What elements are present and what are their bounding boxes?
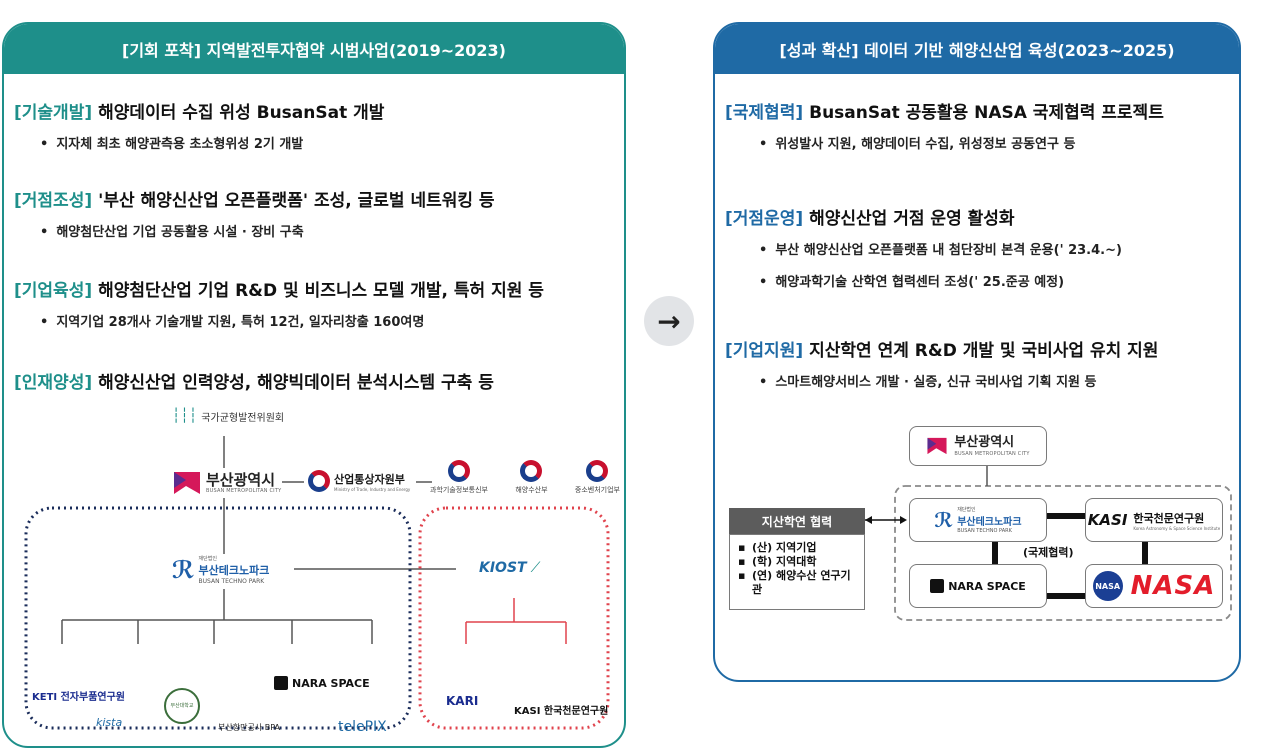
list-item: (산) 지역기업	[738, 541, 856, 555]
committee-icon: ┆┆┆	[172, 408, 198, 424]
left-org-diagram: ┆┆┆ 국가균형발전위원회 부산광역시 BUSAN METROPOLITAN C…	[4, 24, 624, 746]
section-bullet: 부산 해양신산업 오픈플랫폼 내 첨단장비 본격 운용(' 23.4.~)	[725, 239, 1122, 258]
nara-space-icon	[930, 579, 945, 593]
ministry-mof: 해양수산부	[515, 460, 548, 495]
intl-cooperation-label: (국제협력)	[1021, 544, 1076, 560]
section-tag: [거점조성]	[14, 191, 93, 211]
section-title: 해양첨단산업 기업 R&D 및 비즈니스 모델 개발, 특허 지원 등	[98, 281, 544, 301]
section-bullet: 해양첨단산업 기업 공동활용 시설 · 장비 구축	[14, 221, 495, 240]
jisan-list: (산) 지역기업 (학) 지역대학 (연) 해양수산 연구기관	[738, 541, 856, 597]
left-section-tech: [기술개발]해양데이터 수집 위성 BusanSat 개발 지자체 최초 해양관…	[14, 98, 384, 152]
left-diagram-lines	[24, 436, 610, 730]
btp-box: ℛ 재단법인 부산테크노파크 BUSAN TECHNO PARK	[909, 498, 1047, 542]
kista-logo: kista	[96, 716, 123, 729]
section-tag: [기업지원]	[725, 341, 804, 361]
busan-technopark-logo: ℛ 재단법인 부산테크노파크 BUSAN TECHNO PARK	[172, 556, 270, 585]
busan-city-box: 부산광역시 BUSAN METROPOLITAN CITY	[909, 426, 1047, 466]
keti-logo: KETI 전자부품연구원	[32, 692, 126, 703]
busan-en-label: BUSAN METROPOLITAN CITY	[206, 488, 282, 494]
busan-label: 부산광역시	[206, 471, 276, 489]
nasa-meatball-icon: NASA	[1092, 571, 1123, 601]
section-title: 해양신산업 인력양성, 해양빅데이터 분석시스템 구축 등	[98, 373, 494, 393]
section-tag: [국제협력]	[725, 103, 804, 123]
university-seal-logo: 부산대학교	[164, 688, 200, 724]
committee-label: 국가균형발전위원회	[201, 412, 285, 424]
taeguk-icon	[308, 470, 330, 492]
motie-logo: 산업통상자원부 Ministry of Trade, Industry and …	[308, 470, 410, 492]
left-section-talent: [인재양성]해양신산업 인력양성, 해양빅데이터 분석시스템 구축 등	[14, 368, 494, 393]
taeguk-icon	[447, 460, 470, 482]
jisan-box: (산) 지역기업 (학) 지역대학 (연) 해양수산 연구기관	[729, 534, 865, 610]
btp-en-label: BUSAN TECHNO PARK	[198, 578, 265, 585]
section-title: 지산학연 연계 R&D 개발 및 국비사업 유치 지원	[809, 341, 1159, 361]
nara-space-logo-left: NARA SPACE	[274, 676, 370, 690]
section-tag: [기업육성]	[14, 281, 93, 301]
section-bullet: 위성발사 지원, 해양데이터 수집, 위성정보 공동연구 등	[725, 133, 1164, 152]
telepix-logo: telePIX	[338, 719, 387, 735]
jisan-header: 지산학연 협력	[729, 508, 865, 534]
motie-label: 산업통상자원부	[334, 472, 405, 486]
kari-logo: KARI	[446, 694, 479, 708]
section-title: BusanSat 공동활용 NASA 국제협력 프로젝트	[809, 103, 1164, 123]
btp-label: 부산테크노파크	[198, 564, 270, 577]
kiost-logo: KIOST ⟋	[479, 560, 540, 576]
btp-mark-icon: ℛ	[934, 508, 954, 532]
motie-en-label: Ministry of Trade, Industry and Energy	[334, 486, 411, 492]
busan-mark-icon	[927, 437, 947, 455]
section-bullet: 해양과학기술 산학연 협력센터 조성(' 25.준공 예정)	[725, 271, 1122, 290]
nara-space-icon	[274, 676, 288, 690]
busan-mark-icon	[174, 472, 200, 494]
section-bullet: 지자체 최초 해양관측용 초소형위성 2기 개발	[14, 133, 384, 152]
left-section-hub: [거점조성]'부산 해양신산업 오픈플랫폼' 조성, 글로벌 네트워킹 등 해양…	[14, 186, 495, 240]
right-diagram-lines	[865, 464, 1232, 621]
right-arrow-icon: →	[644, 296, 694, 346]
nasa-box: NASA NASA	[1085, 564, 1223, 608]
kiost-label: KIOST	[479, 560, 527, 576]
ministry-mss: 중소벤처기업부	[575, 460, 620, 495]
left-panel: [기회 포착] 지역발전투자협약 시범사업(2019~2023) [기술개발]해…	[2, 22, 626, 748]
section-title: 해양신산업 거점 운영 활성화	[809, 209, 1015, 229]
left-section-biz: [기업육성]해양첨단산업 기업 R&D 및 비즈니스 모델 개발, 특허 지원 …	[14, 276, 544, 330]
left-panel-header: [기회 포착] 지역발전투자협약 시범사업(2019~2023)	[4, 24, 624, 74]
kasi-mark-icon: KASI	[1087, 511, 1128, 529]
btp-mark-icon: ℛ	[172, 556, 195, 584]
section-bullet: 지역기업 28개사 기술개발 지원, 특허 12건, 일자리창출 160여명	[14, 311, 544, 330]
taeguk-icon	[520, 460, 543, 482]
section-title: 해양데이터 수집 위성 BusanSat 개발	[98, 103, 385, 123]
list-item: (학) 지역대학	[738, 555, 856, 569]
kasi-logo-left: KASI 한국천문연구원	[514, 706, 609, 717]
busan-city-logo: 부산광역시 BUSAN METROPOLITAN CITY	[172, 468, 281, 498]
section-bullet: 스마트해양서비스 개발 · 실증, 신규 국비사업 기획 지원 등	[725, 371, 1158, 390]
nara-space-box: NARA SPACE	[909, 564, 1047, 608]
section-title: '부산 해양신산업 오픈플랫폼' 조성, 글로벌 네트워킹 등	[98, 191, 495, 211]
right-panel-header: [성과 확산] 데이터 기반 해양신산업 육성(2023~2025)	[715, 24, 1239, 74]
bpa-logo: 부산항만공사 BPA	[218, 723, 280, 732]
balanced-dev-committee-logo: ┆┆┆ 국가균형발전위원회	[172, 408, 284, 424]
right-section-hub: [거점운영]해양신산업 거점 운영 활성화 부산 해양신산업 오픈플랫폼 내 첨…	[725, 204, 1122, 290]
section-tag: [기술개발]	[14, 103, 93, 123]
right-section-biz: [기업지원]지산학연 연계 R&D 개발 및 국비사업 유치 지원 스마트해양서…	[725, 336, 1158, 390]
section-tag: [인재양성]	[14, 373, 93, 393]
section-tag: [거점운영]	[725, 209, 804, 229]
right-section-intl: [국제협력]BusanSat 공동활용 NASA 국제협력 프로젝트 위성발사 …	[725, 98, 1164, 152]
taeguk-icon	[586, 460, 609, 482]
right-panel: [성과 확산] 데이터 기반 해양신산업 육성(2023~2025) [국제협력…	[713, 22, 1241, 682]
list-item: (연) 해양수산 연구기관	[738, 569, 856, 597]
ministry-msit: 과학기술정보통신부	[430, 460, 488, 495]
kiost-leaf-icon: ⟋	[530, 560, 541, 576]
ministries-group: 과학기술정보통신부 해양수산부 중소벤처기업부	[430, 460, 620, 495]
kasi-box: KASI 한국천문연구원 Korea Astronomy & Space Sci…	[1085, 498, 1223, 542]
nasa-logotype: NASA	[1130, 571, 1216, 601]
